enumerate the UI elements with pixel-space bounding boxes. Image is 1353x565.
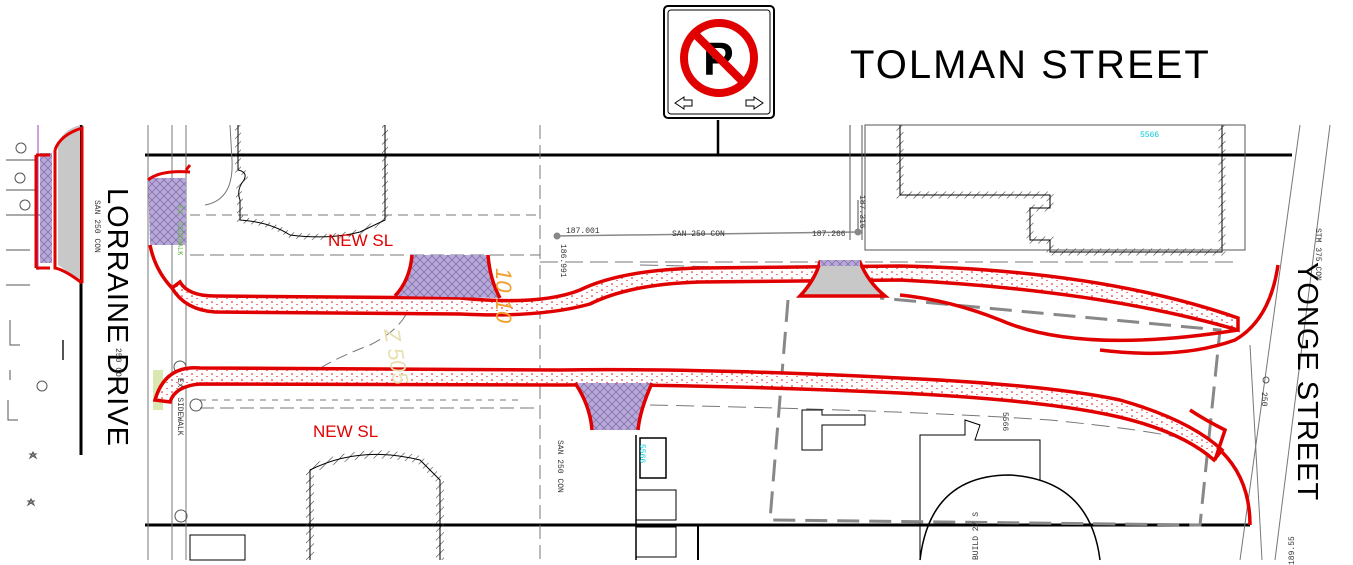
label-elev-4: 187.316	[857, 195, 866, 229]
label-250-right: 250	[1259, 392, 1268, 407]
new-sidewalk-south	[152, 366, 1225, 463]
no-parking-sign: P	[663, 5, 775, 119]
label-san-bottom: SAN 250 CON	[555, 440, 564, 493]
street-label-tolman: TOLMAN STREET	[850, 43, 1211, 87]
crosswalk-north-center-strip	[820, 260, 860, 266]
buildings	[235, 124, 1246, 560]
label-bldg: BUILD 27 S	[972, 512, 981, 560]
street-label-lorraine: LORRAINE DRIVE	[101, 188, 133, 447]
road-lines	[79, 120, 1292, 527]
sign-arrow-left-icon	[674, 96, 693, 110]
property-boundary	[768, 296, 1222, 527]
label-left-250: 250 CO	[113, 348, 122, 377]
lot-shapes	[189, 409, 1101, 561]
sanitary-main	[553, 200, 862, 240]
crosswalk-north-mid	[395, 255, 500, 298]
curb-lines	[147, 124, 1331, 561]
label-ex-sidewalk-bottom: Ex. SIDEWALK	[175, 378, 184, 436]
label-stm-right: STM 375 CON	[1313, 228, 1322, 281]
new-sl-label-top: NEW SL	[328, 231, 393, 250]
crosswalk-south-mid-edge-right	[636, 382, 654, 431]
label-san-mid: SAN 250 CON	[672, 230, 725, 239]
label-5566-c: 5566	[637, 444, 646, 463]
label-elev-3: 186.991	[558, 244, 567, 278]
label-ex-sidewalk-top: EX. SIDEWALK	[175, 205, 183, 256]
crosswalk-north-mid-edge-left	[393, 254, 414, 298]
label-orange-1: 10 10	[491, 268, 516, 324]
sign-arrow-right-icon	[745, 96, 764, 110]
label-189: 189.55	[1288, 536, 1297, 565]
crosswalk-south-mid	[575, 383, 652, 430]
new-sidewalk-north	[147, 164, 1240, 333]
sidewalk-left-outline	[34, 125, 84, 285]
street-label-yonge: YONGE STREET	[1291, 262, 1323, 501]
crosswalk-left	[40, 153, 52, 263]
crosswalk-north-mid-edge-right	[486, 254, 502, 299]
label-5566-a: 5566	[1140, 131, 1159, 140]
left-edge-details	[6, 125, 64, 507]
label-elev-1: 187.001	[566, 227, 600, 236]
new-sl-label-bottom: NEW SL	[313, 422, 378, 441]
crosswalk-south-mid-edge-left	[573, 382, 594, 431]
label-elev-2: 187.266	[812, 230, 846, 239]
label-san-left: SAN 250 CON	[92, 200, 101, 253]
island-left	[58, 125, 80, 280]
sidewalk-ne-return	[899, 264, 1280, 526]
crosswalk-nw	[148, 178, 186, 245]
label-5566-b: 5566	[1000, 412, 1009, 431]
